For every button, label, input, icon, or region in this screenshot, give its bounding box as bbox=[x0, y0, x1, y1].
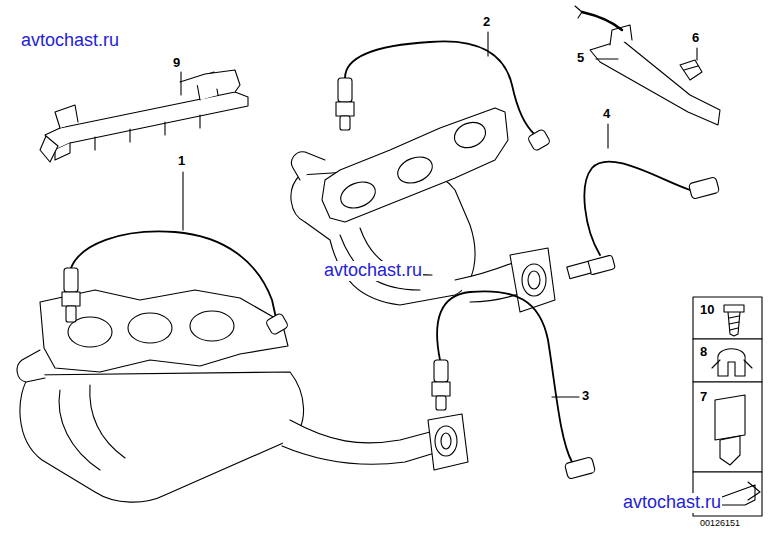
exhaust-manifold bbox=[291, 108, 555, 312]
callout-number: 7 bbox=[699, 390, 708, 404]
parts-box bbox=[693, 297, 762, 516]
exhaust-manifold bbox=[17, 290, 468, 502]
bracket-rail bbox=[40, 70, 248, 162]
callout-number: 1 bbox=[177, 154, 186, 168]
callout-number: 8 bbox=[699, 345, 708, 359]
sensor-bracket bbox=[575, 6, 720, 125]
callout-number: 5 bbox=[576, 51, 585, 65]
watermark: avtochast.ru bbox=[20, 31, 120, 51]
callout-number: 2 bbox=[482, 15, 491, 29]
callout-number: 6 bbox=[691, 31, 700, 45]
oxygen-sensor bbox=[432, 291, 596, 479]
callout-number: 10 bbox=[699, 303, 715, 317]
watermark: avtochast.ru bbox=[323, 261, 423, 281]
leader-line bbox=[181, 32, 697, 397]
callout-number: 3 bbox=[581, 389, 590, 403]
oxygen-sensor bbox=[336, 41, 551, 151]
drawing-number: 00126151 bbox=[699, 519, 741, 529]
watermark: avtochast.ru bbox=[622, 493, 722, 513]
callout-number: 9 bbox=[172, 56, 181, 70]
oxygen-sensor bbox=[567, 162, 720, 279]
callout-number: 4 bbox=[602, 107, 611, 121]
oxygen-sensor bbox=[62, 231, 289, 335]
